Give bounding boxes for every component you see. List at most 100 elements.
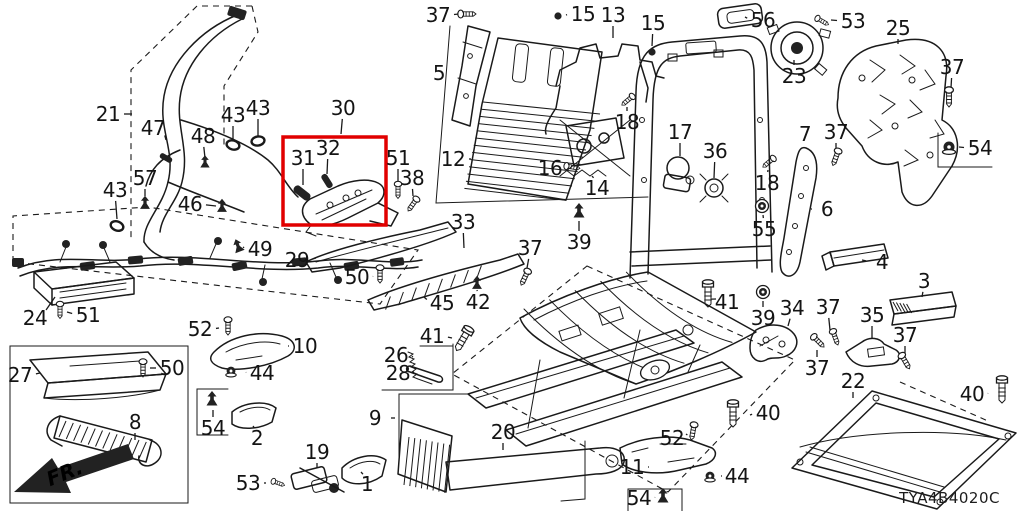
screw-icon: [223, 316, 233, 336]
bolt-icon: [726, 399, 740, 428]
part-label-43[interactable]: 43: [220, 103, 246, 127]
part-label-54[interactable]: 54: [626, 486, 652, 510]
part-label-30[interactable]: 30: [330, 96, 356, 120]
part-label-49[interactable]: 49: [247, 237, 273, 261]
part-label-37[interactable]: 37: [804, 356, 830, 380]
part-label-37[interactable]: 37: [517, 236, 543, 260]
part-label-27[interactable]: 27: [7, 363, 33, 387]
part-label-9[interactable]: 9: [368, 406, 382, 430]
part-label-46[interactable]: 46: [177, 192, 203, 216]
group-boundaries: [12, 5, 989, 493]
part-label-41[interactable]: 41: [419, 324, 445, 348]
part-label-54[interactable]: 54: [967, 136, 993, 160]
part-label-5[interactable]: 5: [432, 61, 446, 85]
clip-icon: [573, 203, 585, 218]
part-label-42[interactable]: 42: [465, 290, 491, 314]
part-label-53[interactable]: 53: [235, 471, 261, 495]
ring-icon: [250, 135, 266, 147]
part-label-25[interactable]: 25: [885, 16, 911, 40]
part-label-55[interactable]: 55: [751, 217, 777, 241]
part-label-44[interactable]: 44: [249, 361, 275, 385]
part-label-37[interactable]: 37: [425, 3, 451, 27]
part-label-38[interactable]: 38: [399, 166, 425, 190]
part-label-40[interactable]: 40: [959, 382, 985, 406]
part-label-56[interactable]: 56: [750, 8, 776, 32]
part-label-53[interactable]: 53: [840, 9, 866, 33]
part-label-31[interactable]: 31: [290, 146, 316, 170]
part-label-6[interactable]: 6: [820, 197, 834, 221]
group-brackets: [9, 25, 993, 511]
part-label-54[interactable]: 54: [200, 416, 226, 440]
part-label-37[interactable]: 37: [823, 120, 849, 144]
screw-icon: [519, 267, 533, 286]
part-label-20[interactable]: 20: [490, 420, 516, 444]
ball-icon: [648, 48, 656, 56]
part-label-37[interactable]: 37: [939, 55, 965, 79]
bar-4-drawing: [821, 243, 889, 271]
part-label-24[interactable]: 24: [22, 306, 48, 330]
part-label-47[interactable]: 47: [140, 116, 166, 140]
control-module-drawing: [33, 261, 135, 306]
part-label-48[interactable]: 48: [190, 124, 216, 148]
part-label-26[interactable]: 26: [383, 343, 409, 367]
part-label-37[interactable]: 37: [815, 295, 841, 319]
part-label-19[interactable]: 19: [304, 440, 330, 464]
part-label-40[interactable]: 40: [755, 401, 781, 425]
part-label-23[interactable]: 23: [781, 64, 807, 88]
part-label-16[interactable]: 16: [537, 156, 563, 180]
part-label-34[interactable]: 34: [779, 296, 805, 320]
blob-icon: [159, 153, 173, 163]
part-label-35[interactable]: 35: [859, 303, 885, 327]
screw-icon: [814, 14, 830, 26]
part-label-33[interactable]: 33: [450, 210, 476, 234]
part-label-15[interactable]: 15: [640, 11, 666, 35]
part-label-50[interactable]: 50: [344, 265, 370, 289]
part-label-11[interactable]: 11: [619, 455, 645, 479]
part-label-44[interactable]: 44: [724, 464, 750, 488]
part-label-43[interactable]: 43: [102, 178, 128, 202]
part-label-8[interactable]: 8: [128, 410, 142, 434]
part-label-18[interactable]: 18: [754, 171, 780, 195]
part-label-37[interactable]: 37: [892, 323, 918, 347]
part-label-50[interactable]: 50: [159, 356, 185, 380]
part-label-12[interactable]: 12: [440, 147, 466, 171]
grommet-icon: [754, 198, 770, 214]
screw-icon: [828, 327, 840, 346]
part-label-17[interactable]: 17: [667, 120, 693, 144]
clip-icon: [657, 488, 669, 503]
frame-20-drawing: [397, 419, 625, 493]
part-label-43[interactable]: 43: [245, 96, 271, 120]
part-label-57[interactable]: 57: [132, 166, 158, 190]
part-label-45[interactable]: 45: [429, 291, 455, 315]
screw-icon: [809, 332, 825, 348]
part-label-4[interactable]: 4: [875, 250, 889, 274]
part-label-32[interactable]: 32: [315, 136, 341, 160]
part-label-28[interactable]: 28: [385, 361, 411, 385]
part-label-2[interactable]: 2: [250, 426, 264, 450]
part-label-18[interactable]: 18: [614, 110, 640, 134]
part-label-51[interactable]: 51: [75, 303, 101, 327]
part-label-3[interactable]: 3: [917, 269, 931, 293]
part-label-21[interactable]: 21: [95, 102, 121, 126]
part-label-41[interactable]: 41: [714, 290, 740, 314]
part-label-52[interactable]: 52: [659, 426, 685, 450]
wire-frame-13-drawing: [544, 43, 665, 135]
screw-icon: [393, 180, 403, 200]
part-label-36[interactable]: 36: [702, 139, 728, 163]
nut-icon: [225, 366, 237, 378]
part-label-52[interactable]: 52: [187, 317, 213, 341]
bar-3-drawing: [889, 291, 957, 326]
part-label-10[interactable]: 10: [292, 334, 318, 358]
part-label-39[interactable]: 39: [566, 230, 592, 254]
part-label-51[interactable]: 51: [385, 146, 411, 170]
part-label-39[interactable]: 39: [750, 306, 776, 330]
part-label-14[interactable]: 14: [584, 176, 610, 200]
part-label-15[interactable]: 15: [570, 2, 596, 26]
part-label-22[interactable]: 22: [840, 369, 866, 393]
part-label-13[interactable]: 13: [600, 3, 626, 27]
part-label-1[interactable]: 1: [360, 472, 374, 496]
lumbar-motor-drawing: [559, 117, 631, 177]
part-label-29[interactable]: 29: [284, 248, 310, 272]
bracket-35-drawing: [845, 337, 901, 368]
part-label-7[interactable]: 7: [798, 122, 812, 146]
